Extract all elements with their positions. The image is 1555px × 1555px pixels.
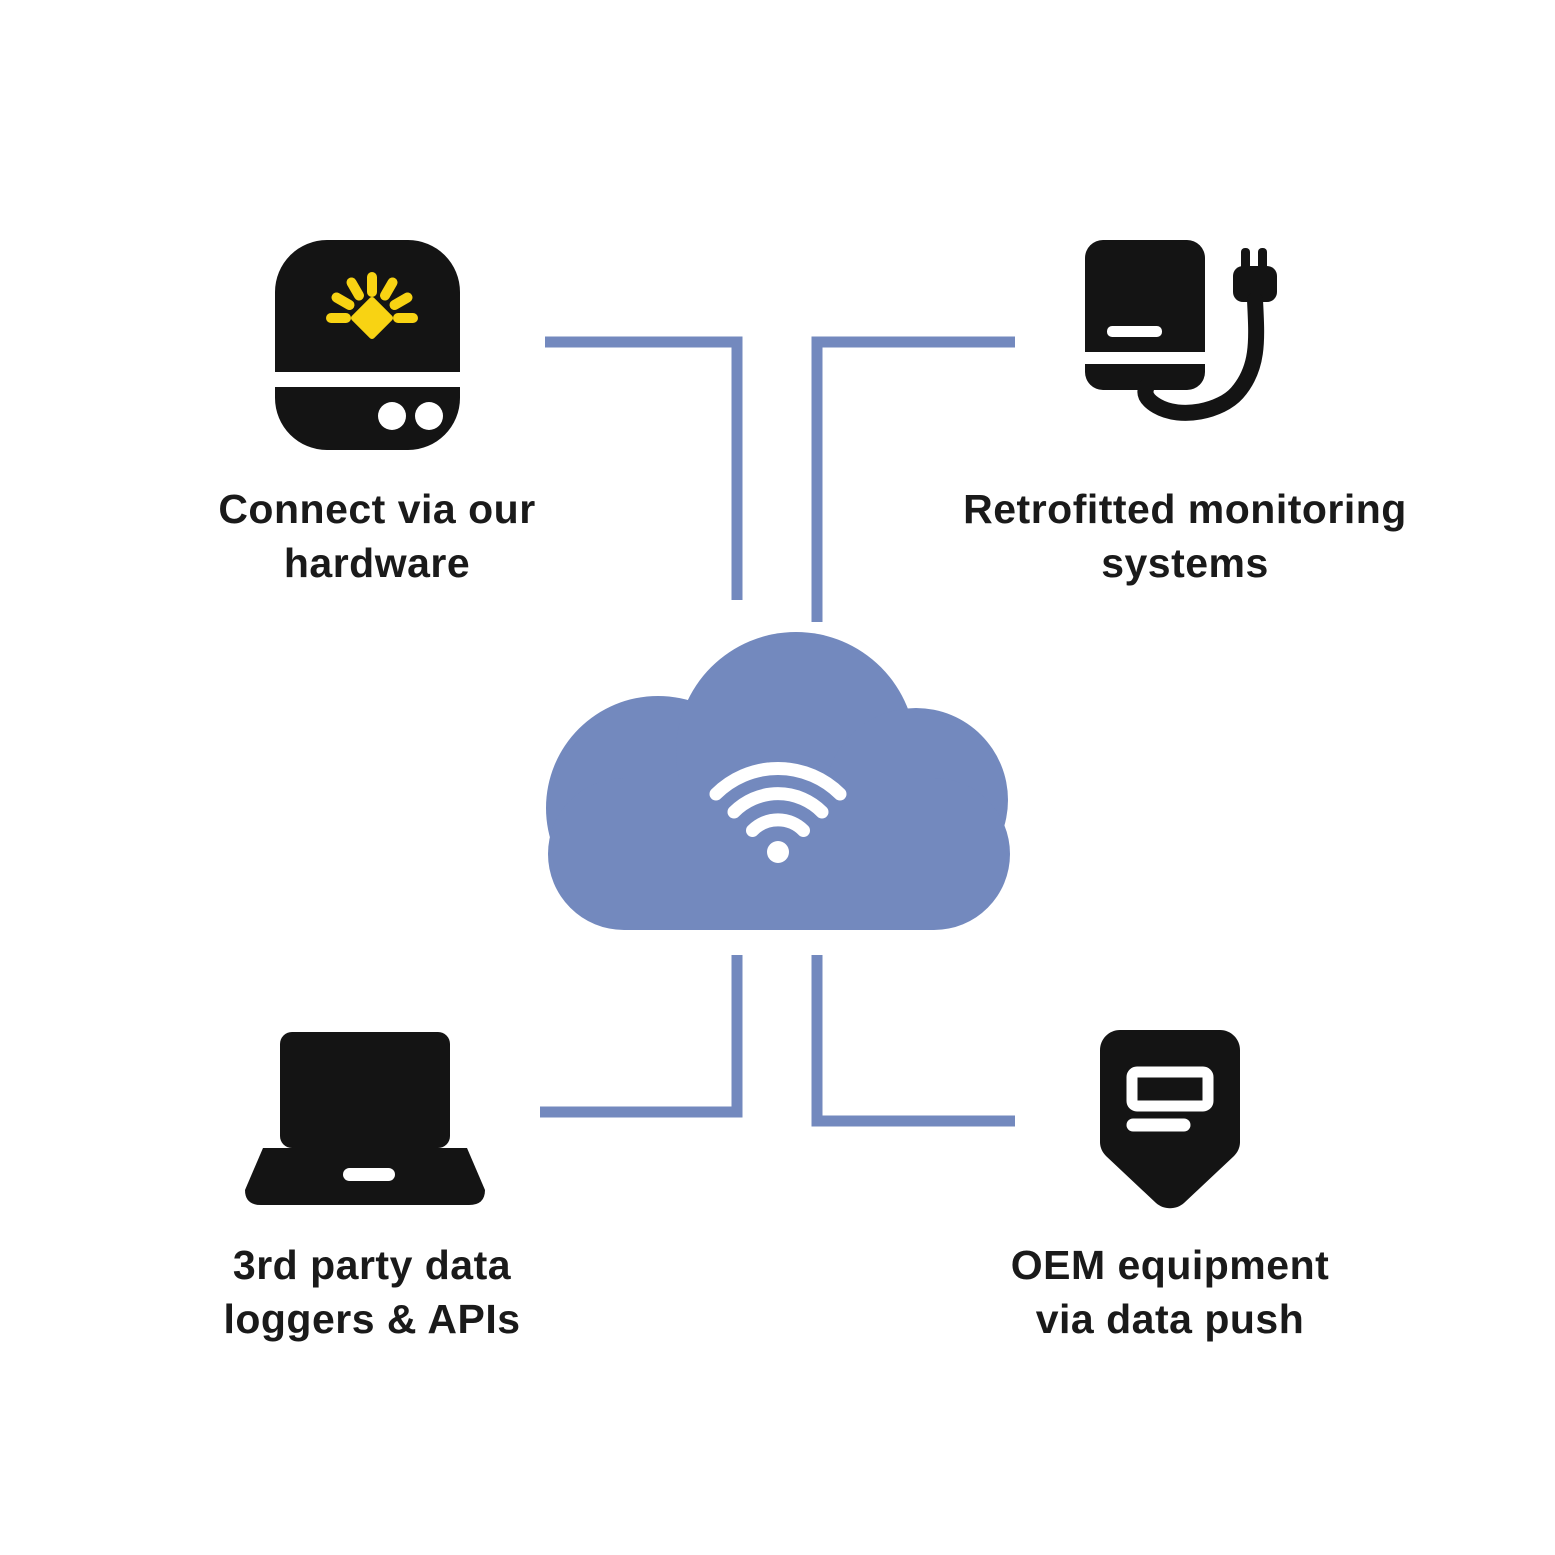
plug-icon [1137, 248, 1277, 421]
device-divider [1085, 352, 1205, 364]
connector-bottom-left [540, 955, 743, 1118]
device-dot-1 [378, 402, 406, 430]
wifi-icon [709, 761, 847, 863]
label-connect-via-hardware: Connect via our hardware [218, 486, 536, 587]
sun-sparkle-icon [326, 272, 418, 339]
cloud-shape [546, 632, 1010, 930]
label-oem-equipment: OEM equipment via data push [1010, 1242, 1330, 1343]
device-slot [1107, 326, 1162, 337]
connector-top-left [545, 336, 743, 600]
laptop-icon [245, 1032, 485, 1205]
label-3rd-party-loggers: 3rd party data loggers & APIs [223, 1242, 521, 1343]
laptop-screen [280, 1032, 450, 1148]
meter-display [1126, 1066, 1214, 1112]
cloud-wifi-icon [546, 632, 1010, 930]
laptop-trackpad [343, 1168, 395, 1181]
oem-meter-icon [1100, 1030, 1240, 1209]
connector-bottom-right [811, 955, 1015, 1127]
retrofit-monitor-icon [1085, 240, 1277, 421]
device-dot-2 [415, 402, 443, 430]
connector-top-right [811, 336, 1015, 622]
gateway-device-icon [275, 240, 460, 450]
device-divider [275, 372, 460, 387]
label-retrofitted-monitoring: Retrofitted monitoring systems [963, 486, 1407, 587]
